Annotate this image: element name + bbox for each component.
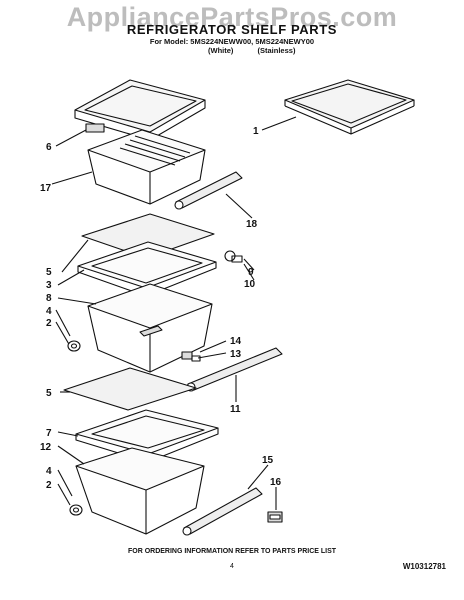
- callout-6: 6: [46, 142, 52, 153]
- callout-2-lower: 2: [46, 480, 52, 491]
- glass-insert-part-5-lower: [63, 367, 197, 411]
- leader-14: [199, 340, 227, 353]
- callout-2-upper: 2: [46, 318, 52, 329]
- glass-shelf-part-1: [284, 79, 415, 135]
- callout-17: 17: [40, 183, 52, 194]
- callout-5-lower: 5: [46, 388, 52, 399]
- leader-17: [51, 171, 93, 185]
- callout-4-upper: 4: [46, 306, 52, 317]
- drawer-part-8: [87, 283, 213, 373]
- callout-8: 8: [46, 293, 52, 304]
- callout-10: 10: [244, 279, 256, 290]
- leader-3: [57, 269, 85, 286]
- rail-part-18: [174, 171, 243, 210]
- leader-5a: [61, 239, 89, 273]
- leader-15: [247, 464, 269, 490]
- variant-labels: (White) (Stainless): [208, 46, 295, 55]
- model-line: For Model: 5MS224NEWW00, 5MS224NEWY00: [149, 37, 315, 46]
- drawer-part-12: [75, 447, 205, 535]
- callout-12: 12: [40, 442, 52, 453]
- bracket-part-9-10: [224, 250, 243, 263]
- callout-5-upper: 5: [46, 267, 52, 278]
- leader-10: [243, 263, 255, 281]
- ordering-footer: FOR ORDERING INFORMATION REFER TO PARTS …: [127, 548, 337, 555]
- rail-part-15: [182, 487, 263, 536]
- callout-4-lower: 4: [46, 466, 52, 477]
- leader-9: [243, 258, 255, 271]
- page-number: 4: [230, 563, 234, 570]
- callout-15: 15: [262, 455, 274, 466]
- frame-part-3: [77, 241, 217, 297]
- leader-1: [261, 116, 297, 131]
- leader-18: [225, 193, 253, 219]
- leader-12: [57, 445, 85, 465]
- variant-white: (White): [208, 46, 234, 55]
- callout-1: 1: [253, 126, 259, 137]
- leader-7: [57, 431, 79, 437]
- leader-2b: [57, 483, 71, 506]
- clip-part-16: [267, 511, 283, 523]
- leader-6: [55, 129, 87, 147]
- callout-9: 9: [248, 267, 254, 278]
- callout-16: 16: [270, 477, 282, 488]
- document-number: W10312781: [402, 562, 446, 571]
- variant-stainless: (Stainless): [257, 46, 296, 55]
- roller-part-2-4-lower: [69, 504, 83, 516]
- watermark: AppliancePartsPros.com: [66, 2, 398, 32]
- roller-part-2-4-upper: [67, 340, 81, 352]
- slide-part-13-14: [181, 351, 201, 362]
- page-title: REFRIGERATOR SHELF PARTS: [126, 22, 338, 37]
- leader-4b: [57, 469, 73, 497]
- leader-2a: [55, 321, 71, 347]
- callout-11: 11: [230, 404, 241, 415]
- frame-part-7: [75, 409, 219, 463]
- callout-13: 13: [230, 349, 242, 360]
- drawer-part-17: [87, 129, 206, 205]
- callout-3: 3: [46, 280, 52, 291]
- callout-7: 7: [46, 428, 52, 439]
- leader-13: [197, 352, 227, 359]
- callout-14: 14: [230, 336, 242, 347]
- leader-8: [57, 297, 97, 305]
- leader-4a: [55, 309, 71, 337]
- callout-18: 18: [246, 219, 258, 230]
